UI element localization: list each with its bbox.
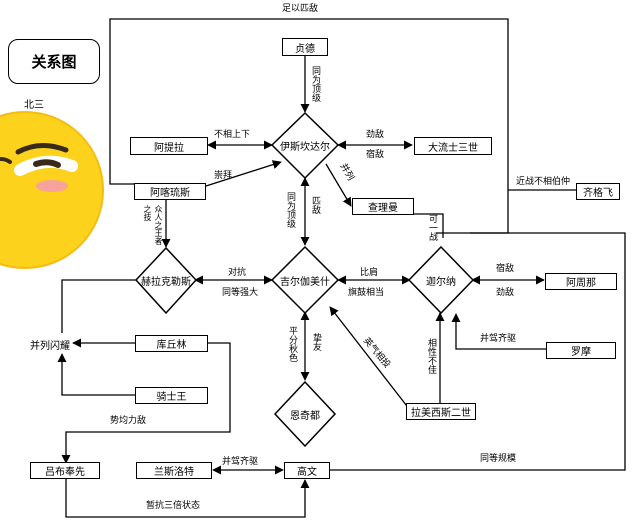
diamond-iskandar xyxy=(270,111,340,180)
label-bijian: 比肩 xyxy=(360,268,379,278)
label-tongwei-ding: 同为顶级 xyxy=(310,66,320,102)
smirk-face-emoji xyxy=(0,111,104,269)
node-binglie: 并列闪耀 xyxy=(30,340,70,352)
diamond-karna xyxy=(407,245,475,315)
label-duikang: 对抗 xyxy=(228,268,247,278)
label-tongwei-ding2: 同为顶级 xyxy=(285,192,295,228)
diagram-title: 关系图 xyxy=(8,39,100,84)
node-karna: 迦尔纳 xyxy=(426,276,456,288)
node-qigefei: 齐格飞 xyxy=(576,183,620,200)
node-enkidu: 恩奇都 xyxy=(290,410,320,422)
label-bingjia-bottom: 并驾齐驱 xyxy=(222,457,259,467)
node-artira: 阿提拉 xyxy=(130,137,208,155)
node-dalarge: 大流士三世 xyxy=(414,137,492,155)
label-pidi: 匹敌 xyxy=(310,196,320,214)
label-sudi-top: 宿敌 xyxy=(366,150,385,160)
label-dikang: 暂抗三倍状态 xyxy=(146,501,201,511)
label-bingjia-right: 并驾齐驱 xyxy=(480,334,517,344)
node-arthur: 阿喀琉斯 xyxy=(134,183,206,200)
label-buxiang: 不相上下 xyxy=(214,130,251,140)
node-lubu: 吕布奉先 xyxy=(30,462,100,479)
label-pingfen: 平分秋色 xyxy=(287,326,297,362)
diamond-hercules xyxy=(134,246,198,315)
label-tongdeng: 同等强大 xyxy=(222,288,259,298)
node-arjuna: 阿周那 xyxy=(545,273,617,290)
label-tongdeng-guimo: 同等规模 xyxy=(480,454,517,464)
label-jindi: 劲敌 xyxy=(366,130,385,140)
label-sudi-right: 宿敌 xyxy=(496,264,515,274)
diamond-gilgamesh xyxy=(270,245,340,315)
node-lancelot: 兰斯洛特 xyxy=(136,462,212,479)
node-kuchulain: 库丘林 xyxy=(135,335,208,352)
node-iskandar: 伊斯坎达尔 xyxy=(280,141,330,153)
subtitle: 北三 xyxy=(24,100,44,111)
node-gilgamesh: 吉尔伽美什 xyxy=(280,276,330,288)
node-charlie: 查理曼 xyxy=(352,198,414,215)
label-shijun: 势均力敌 xyxy=(110,416,147,426)
label-top-enemy: 足以匹敌 xyxy=(282,4,319,14)
node-ramesses: 拉美西斯二世 xyxy=(406,403,476,420)
node-hercules: 赫拉克勒斯 xyxy=(141,276,191,288)
diamond-enkidu xyxy=(273,380,337,448)
label-wangzhe: 众人之王者之技 xyxy=(143,205,163,245)
node-zhende: 贞德 xyxy=(282,38,328,56)
node-knight-king: 骑士王 xyxy=(135,387,208,404)
label-jindi-right: 劲敌 xyxy=(496,288,515,298)
node-romulus: 罗摩 xyxy=(546,342,616,359)
label-chongbai: 崇拜 xyxy=(214,171,233,181)
label-xiangkang: 相性不佳 xyxy=(426,338,436,374)
label-zhiyou: 挚友 xyxy=(311,333,321,351)
label-qigu: 旗鼓相当 xyxy=(348,288,385,298)
label-keyizhan: 可一战 xyxy=(427,214,437,241)
label-jinzhan: 近战不相伯仲 xyxy=(516,177,571,187)
node-gaowen: 高文 xyxy=(284,462,330,479)
